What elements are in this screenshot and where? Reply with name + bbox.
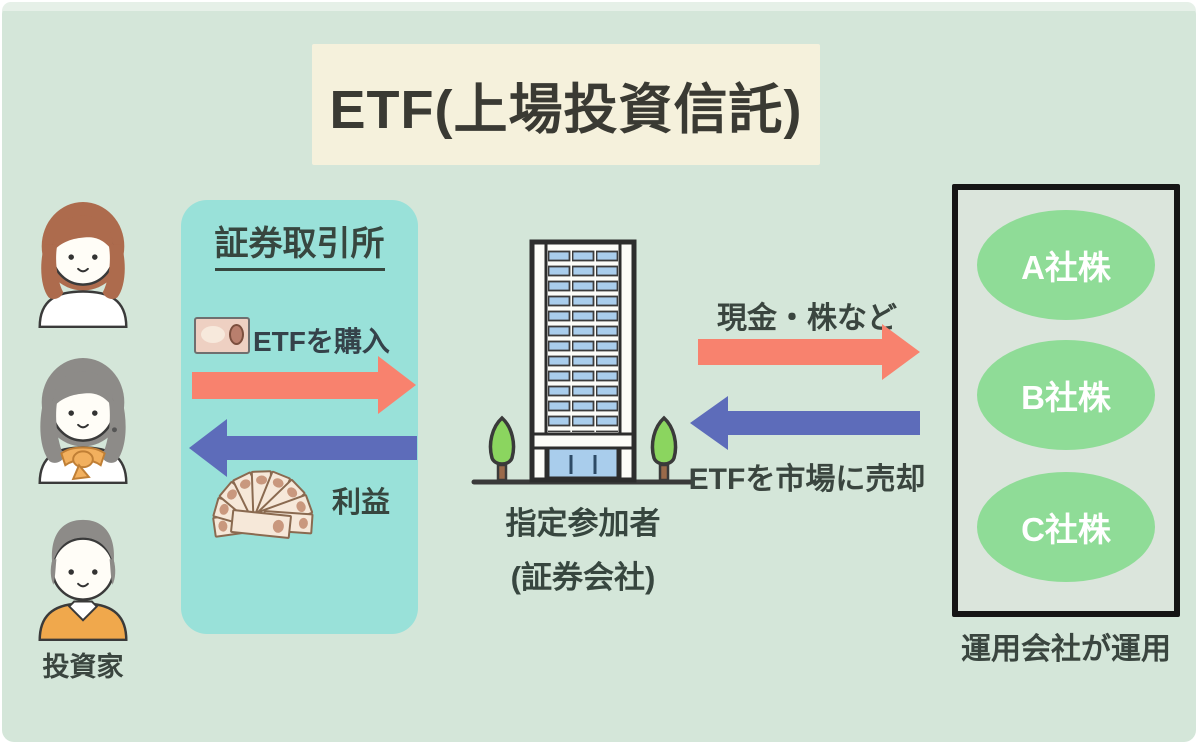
profit-arrow-icon	[189, 419, 417, 477]
stock-b-label: B社株	[1021, 379, 1111, 416]
investors-label: 投資家	[42, 652, 124, 682]
sell-arrow-icon	[690, 396, 920, 450]
investor-avatar-woman-1	[24, 194, 142, 329]
canvas-top-edge	[2, 2, 1196, 11]
investor-avatar-woman-2	[24, 350, 142, 485]
banknote-icon	[194, 317, 250, 354]
money-fan-icon	[205, 454, 325, 540]
buy-arrow-shaft	[192, 372, 380, 399]
participant-subname: (証券会社)	[510, 560, 656, 595]
profit-arrow-head	[189, 419, 227, 477]
title-banner: ETF(上場投資信託)	[312, 44, 820, 165]
cash-arrow-shaft	[698, 339, 884, 365]
investor-avatar-man	[24, 507, 142, 642]
stock-c-ellipse: C社株	[977, 472, 1155, 582]
buy-flow-label: ETFを購入	[253, 326, 390, 357]
stock-c-label: C社株	[1021, 511, 1111, 548]
sell-arrow-shaft	[726, 411, 920, 435]
buy-arrow-head	[378, 356, 416, 414]
cash-arrow-head	[882, 324, 920, 380]
authorized-participant-building-icon	[468, 232, 698, 492]
cash-stock-arrow-icon	[698, 324, 920, 380]
exchange-title: 証券取引所	[181, 216, 418, 271]
banknote-oval	[201, 326, 225, 343]
sell-arrow-head	[690, 396, 728, 450]
sell-flow-label: ETFを市場に売却	[688, 463, 926, 496]
page-title: ETF(上場投資信託)	[329, 80, 803, 140]
banknote-bill-front	[229, 508, 293, 540]
securities-exchange-panel: 証券取引所	[181, 200, 418, 634]
banknote-portrait	[229, 324, 244, 345]
participant-label: 指定参加者 (証券会社)	[470, 498, 696, 597]
stock-b-ellipse: B社株	[977, 340, 1155, 450]
profit-arrow-shaft	[225, 436, 417, 460]
stock-a-label: A社株	[1021, 249, 1111, 286]
managed-fund-box: A社株 B社株 C社株	[952, 184, 1180, 617]
profit-label: 利益	[332, 487, 391, 519]
fund-caption: 運用会社が運用	[961, 633, 1171, 666]
participant-name: 指定参加者	[505, 506, 661, 541]
stock-a-ellipse: A社株	[977, 210, 1155, 320]
buy-arrow-icon	[192, 356, 416, 414]
cash-stock-flow-label: 現金・株など	[717, 302, 897, 335]
